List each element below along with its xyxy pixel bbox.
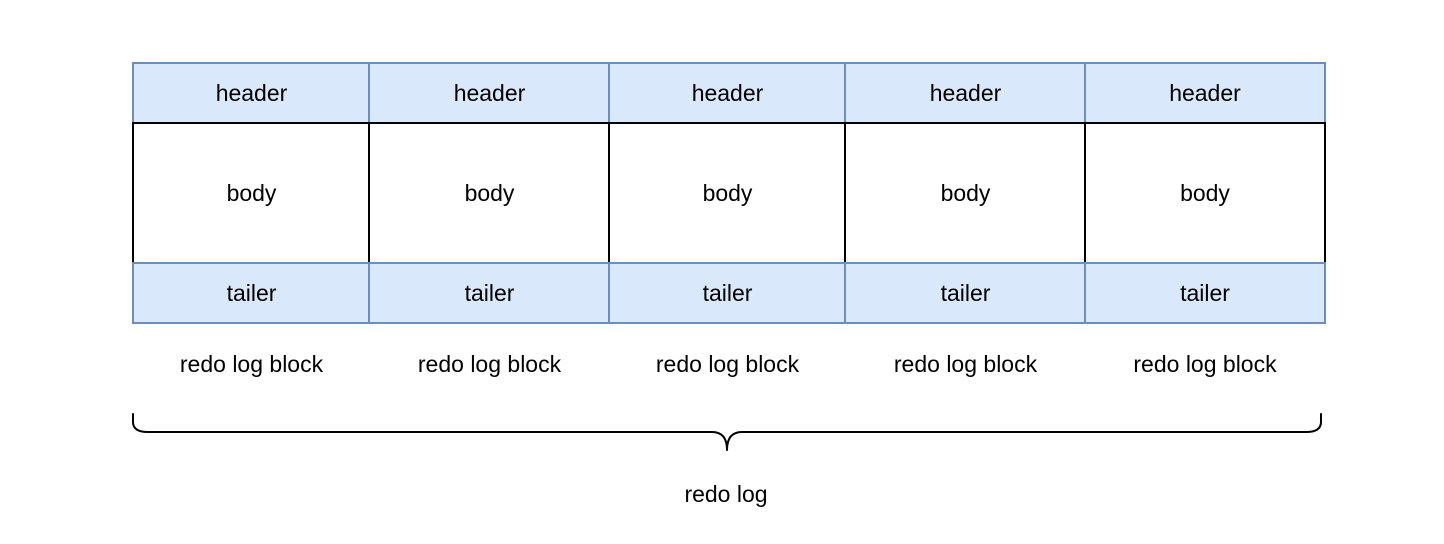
block-4-tailer: tailer xyxy=(844,262,1087,324)
block-2-body: body xyxy=(368,122,611,264)
block-4-label: redo log block xyxy=(893,350,1038,377)
block-1-tailer: tailer xyxy=(132,262,371,324)
block-5-tailer: tailer xyxy=(1084,262,1326,324)
block-3-label: redo log block xyxy=(655,350,800,377)
block-5-body: body xyxy=(1084,122,1326,264)
block-2-tailer: tailer xyxy=(368,262,611,324)
block-2-label: redo log block xyxy=(417,350,562,377)
redo-log-label: redo log xyxy=(684,480,768,507)
block-1-label: redo log block xyxy=(179,350,324,377)
block-5-label: redo log block xyxy=(1133,350,1277,377)
block-4-header: header xyxy=(844,62,1087,124)
block-1-header: header xyxy=(132,62,371,124)
block-4-body: body xyxy=(844,122,1087,264)
block-5-header: header xyxy=(1084,62,1326,124)
